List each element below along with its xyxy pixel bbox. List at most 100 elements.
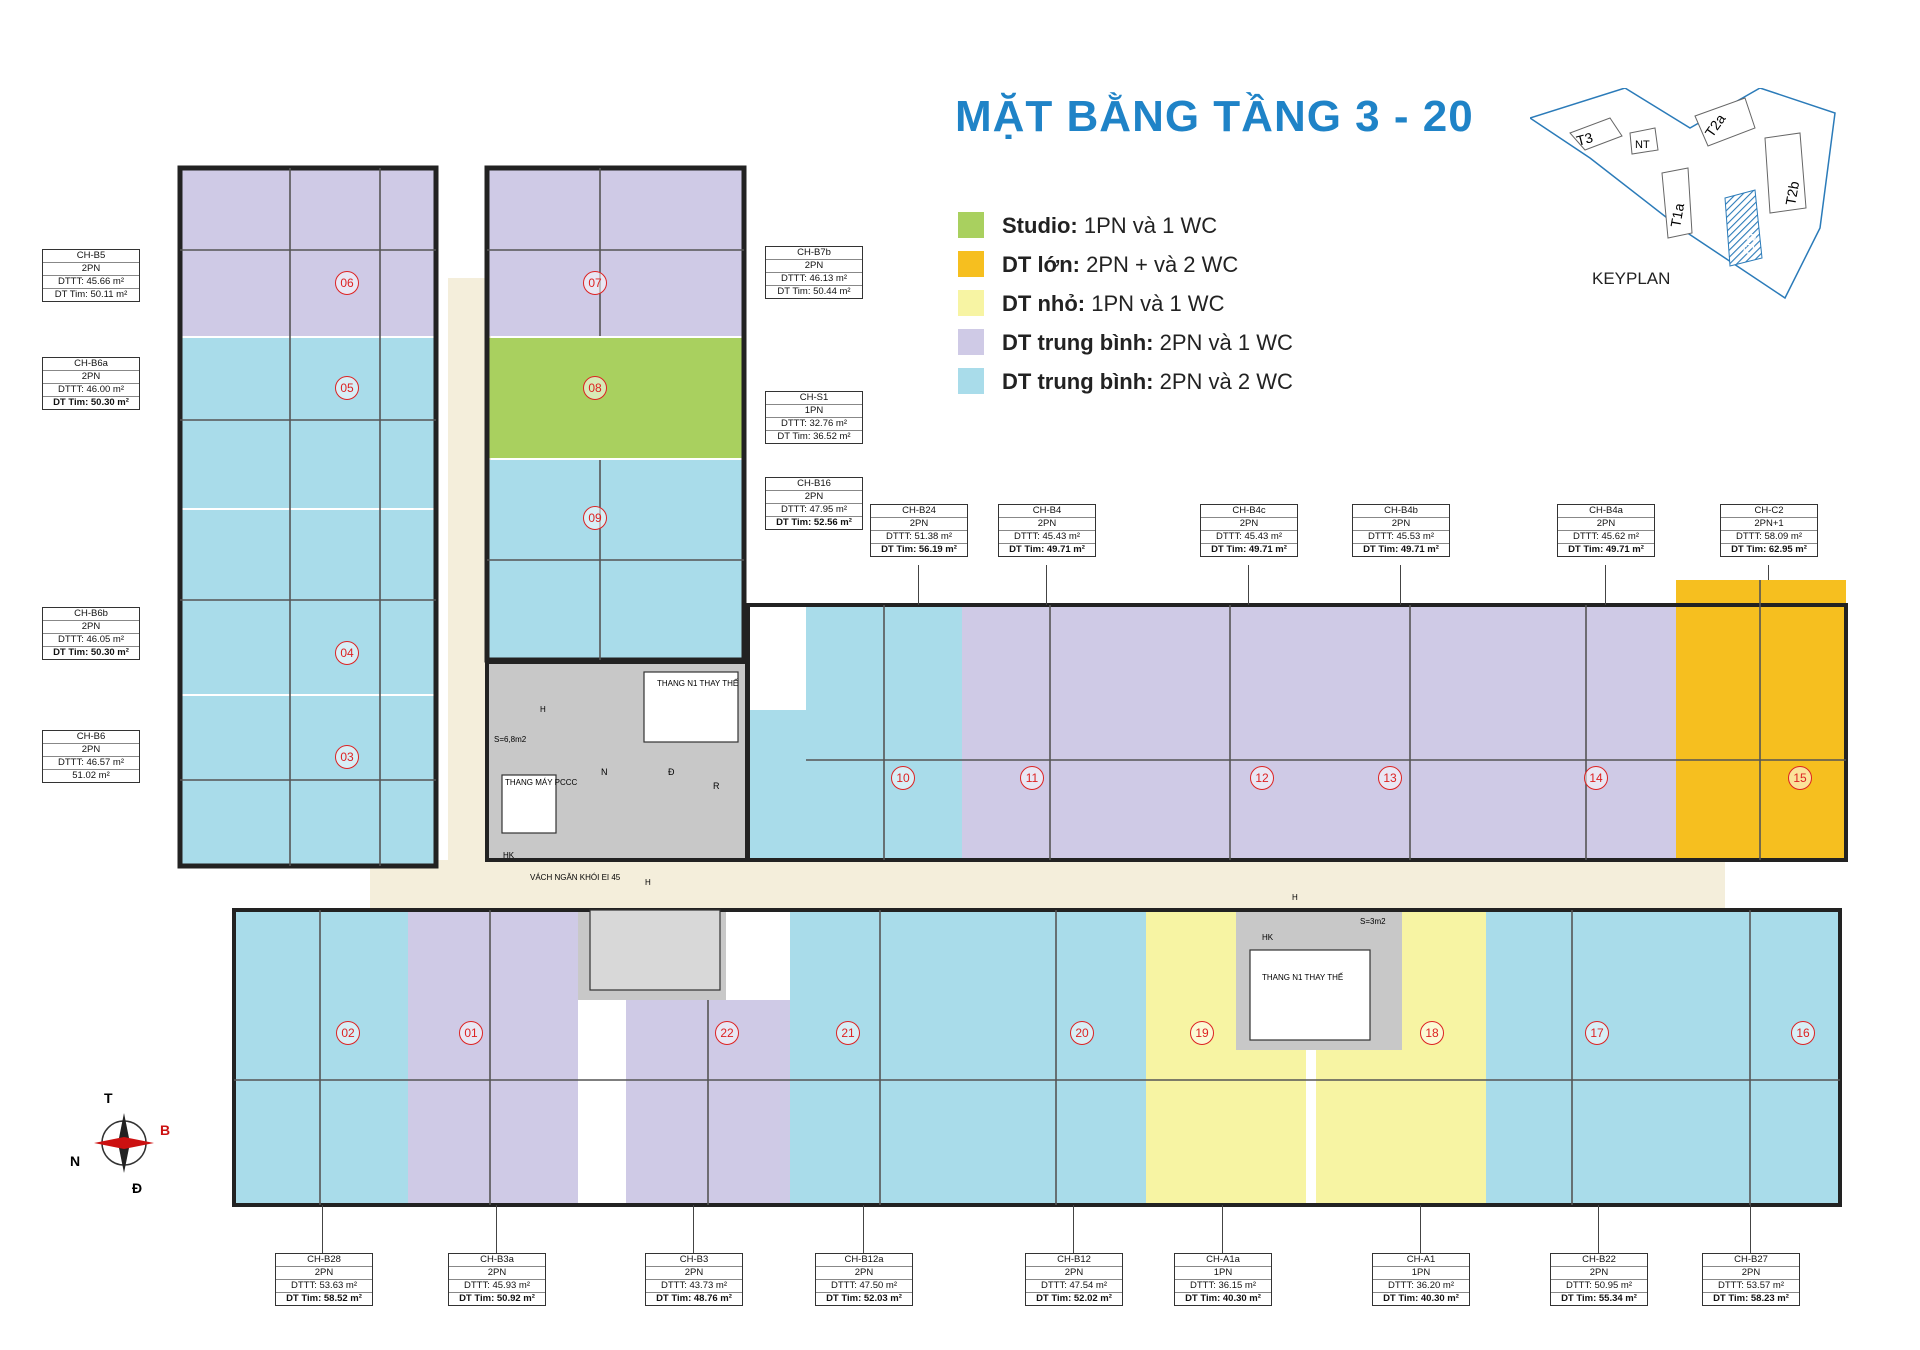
leader-line bbox=[863, 1205, 864, 1253]
unit-dttt: DTTT: 53.57 m² bbox=[1703, 1279, 1799, 1292]
unit-code: CH-S1 bbox=[799, 392, 829, 403]
unit-number[interactable]: 12 bbox=[1250, 766, 1274, 790]
legend-label: DT trung bình: bbox=[1002, 369, 1154, 394]
unit-bedrooms: 2PN bbox=[1551, 1266, 1647, 1279]
unit-dttt: DTTT: 45.62 m² bbox=[1558, 530, 1654, 543]
unit-number[interactable]: 02 bbox=[336, 1021, 360, 1045]
unit-number[interactable]: 21 bbox=[836, 1021, 860, 1045]
compass-icon bbox=[94, 1113, 154, 1173]
unit-number[interactable]: 07 bbox=[583, 271, 607, 295]
unit-number[interactable]: 18 bbox=[1420, 1021, 1444, 1045]
keyplan-label: T3 bbox=[1575, 129, 1595, 149]
smoke-wall-label: VÁCH NGĂN KHÓI EI 45 bbox=[530, 873, 621, 882]
unit-dttt: DTTT: 36.15 m² bbox=[1175, 1279, 1271, 1292]
unit-code: CH-B3a bbox=[480, 1254, 514, 1265]
unit-number[interactable]: 05 bbox=[335, 376, 359, 400]
unit-07-area bbox=[487, 168, 744, 336]
leader-line bbox=[918, 565, 919, 605]
unit-08-area bbox=[487, 338, 744, 458]
leader-line bbox=[1222, 1205, 1223, 1253]
unit-number[interactable]: 16 bbox=[1791, 1021, 1815, 1045]
legend-desc: 1PN và 1 WC bbox=[1085, 291, 1225, 316]
hk-label: HK bbox=[1262, 933, 1274, 942]
unit-dttt: DTTT: 46.00 m² bbox=[43, 383, 139, 396]
unit-number[interactable]: 13 bbox=[1378, 766, 1402, 790]
keyplan-title: KEYPLAN bbox=[1592, 269, 1670, 288]
unit-number[interactable]: 17 bbox=[1585, 1021, 1609, 1045]
unit-number[interactable]: 20 bbox=[1070, 1021, 1094, 1045]
unit-number[interactable]: 08 bbox=[583, 376, 607, 400]
legend-label: DT nhỏ: bbox=[1002, 291, 1086, 316]
unit-code: CH-B22 bbox=[1582, 1254, 1616, 1265]
unit-code: CH-B6b bbox=[74, 608, 108, 619]
hk-label: HK bbox=[503, 851, 515, 860]
unit-18-upper-area bbox=[1402, 910, 1486, 1050]
unit-number[interactable]: 19 bbox=[1190, 1021, 1214, 1045]
hydrant-label: H bbox=[645, 878, 651, 887]
keyplan-block-t2b bbox=[1764, 132, 1807, 214]
unit-dttt: DTTT: 43.73 m² bbox=[646, 1279, 742, 1292]
unit-15-area bbox=[1676, 580, 1846, 860]
keyplan-block-nt bbox=[1629, 127, 1659, 155]
unit-code: CH-B4c bbox=[1232, 505, 1266, 516]
unit-dttt: DTTT: 58.09 m² bbox=[1721, 530, 1817, 543]
unit-11-area bbox=[962, 605, 1142, 860]
unit-bedrooms: 2PN bbox=[646, 1266, 742, 1279]
unit-bedrooms: 1PN bbox=[766, 404, 862, 417]
unit-number[interactable]: 11 bbox=[1020, 766, 1044, 790]
unit-number[interactable]: 03 bbox=[335, 745, 359, 769]
unit-dt-tim: 51.02 m² bbox=[43, 769, 139, 782]
legend-swatch bbox=[958, 290, 984, 316]
unit-number[interactable]: 10 bbox=[891, 766, 915, 790]
unit-number[interactable]: 04 bbox=[335, 641, 359, 665]
unit-dttt: DTTT: 50.95 m² bbox=[1551, 1279, 1647, 1292]
unit-dt-tim: DT Tim: 36.52 m² bbox=[766, 430, 862, 443]
unit-number[interactable]: 22 bbox=[715, 1021, 739, 1045]
unit-code: CH-B3 bbox=[679, 1254, 709, 1265]
unit-bedrooms: 2PN bbox=[871, 517, 967, 530]
unit-code: CH-B27 bbox=[1734, 1254, 1768, 1265]
unit-number[interactable]: 01 bbox=[459, 1021, 483, 1045]
unit-number[interactable]: 14 bbox=[1584, 766, 1608, 790]
unit-bedrooms: 1PN bbox=[1373, 1266, 1469, 1279]
keyplan-label: T1a bbox=[1667, 202, 1687, 229]
unit-code: CH-C2 bbox=[1754, 505, 1784, 516]
room-label-n: N bbox=[601, 767, 608, 777]
unit-bedrooms: 2PN bbox=[43, 262, 139, 275]
unit-code: CH-A1 bbox=[1406, 1254, 1436, 1265]
unit-dt-tim: DT Tim: 40.30 m² bbox=[1175, 1292, 1271, 1305]
unit-dttt: DTTT: 47.54 m² bbox=[1026, 1279, 1122, 1292]
unit-code: CH-B6 bbox=[76, 731, 106, 742]
unit-number[interactable]: 15 bbox=[1788, 766, 1812, 790]
fire-lift bbox=[501, 774, 557, 834]
unit-04-area bbox=[180, 510, 436, 694]
room-label-r: R bbox=[713, 781, 720, 791]
unit-bedrooms: 2PN bbox=[43, 370, 139, 383]
unit-03-area bbox=[180, 696, 436, 866]
unit-dttt: DTTT: 36.20 m² bbox=[1373, 1279, 1469, 1292]
unit-code: CH-B5 bbox=[76, 250, 106, 261]
unit-bedrooms: 1PN bbox=[1175, 1266, 1271, 1279]
leader-line bbox=[693, 1205, 694, 1253]
page-title: MẶT BẰNG TẦNG 3 - 20 bbox=[955, 92, 1474, 141]
stair-n1-lower bbox=[1249, 949, 1371, 1041]
keyplan-block-t2a bbox=[1694, 97, 1756, 147]
unit-bedrooms: 2PN+1 bbox=[1721, 517, 1817, 530]
unit-dt-tim: DT Tim: 56.19 m² bbox=[871, 543, 967, 556]
leader-line bbox=[1046, 565, 1047, 605]
unit-number[interactable]: 06 bbox=[335, 271, 359, 295]
unit-number[interactable]: 09 bbox=[583, 506, 607, 530]
leader-line bbox=[1420, 1205, 1421, 1253]
legend-desc: 2PN + và 2 WC bbox=[1079, 252, 1239, 277]
keyplan-label: NT bbox=[1635, 139, 1650, 151]
unit-05-area bbox=[180, 338, 436, 508]
leader-line bbox=[496, 1205, 497, 1253]
